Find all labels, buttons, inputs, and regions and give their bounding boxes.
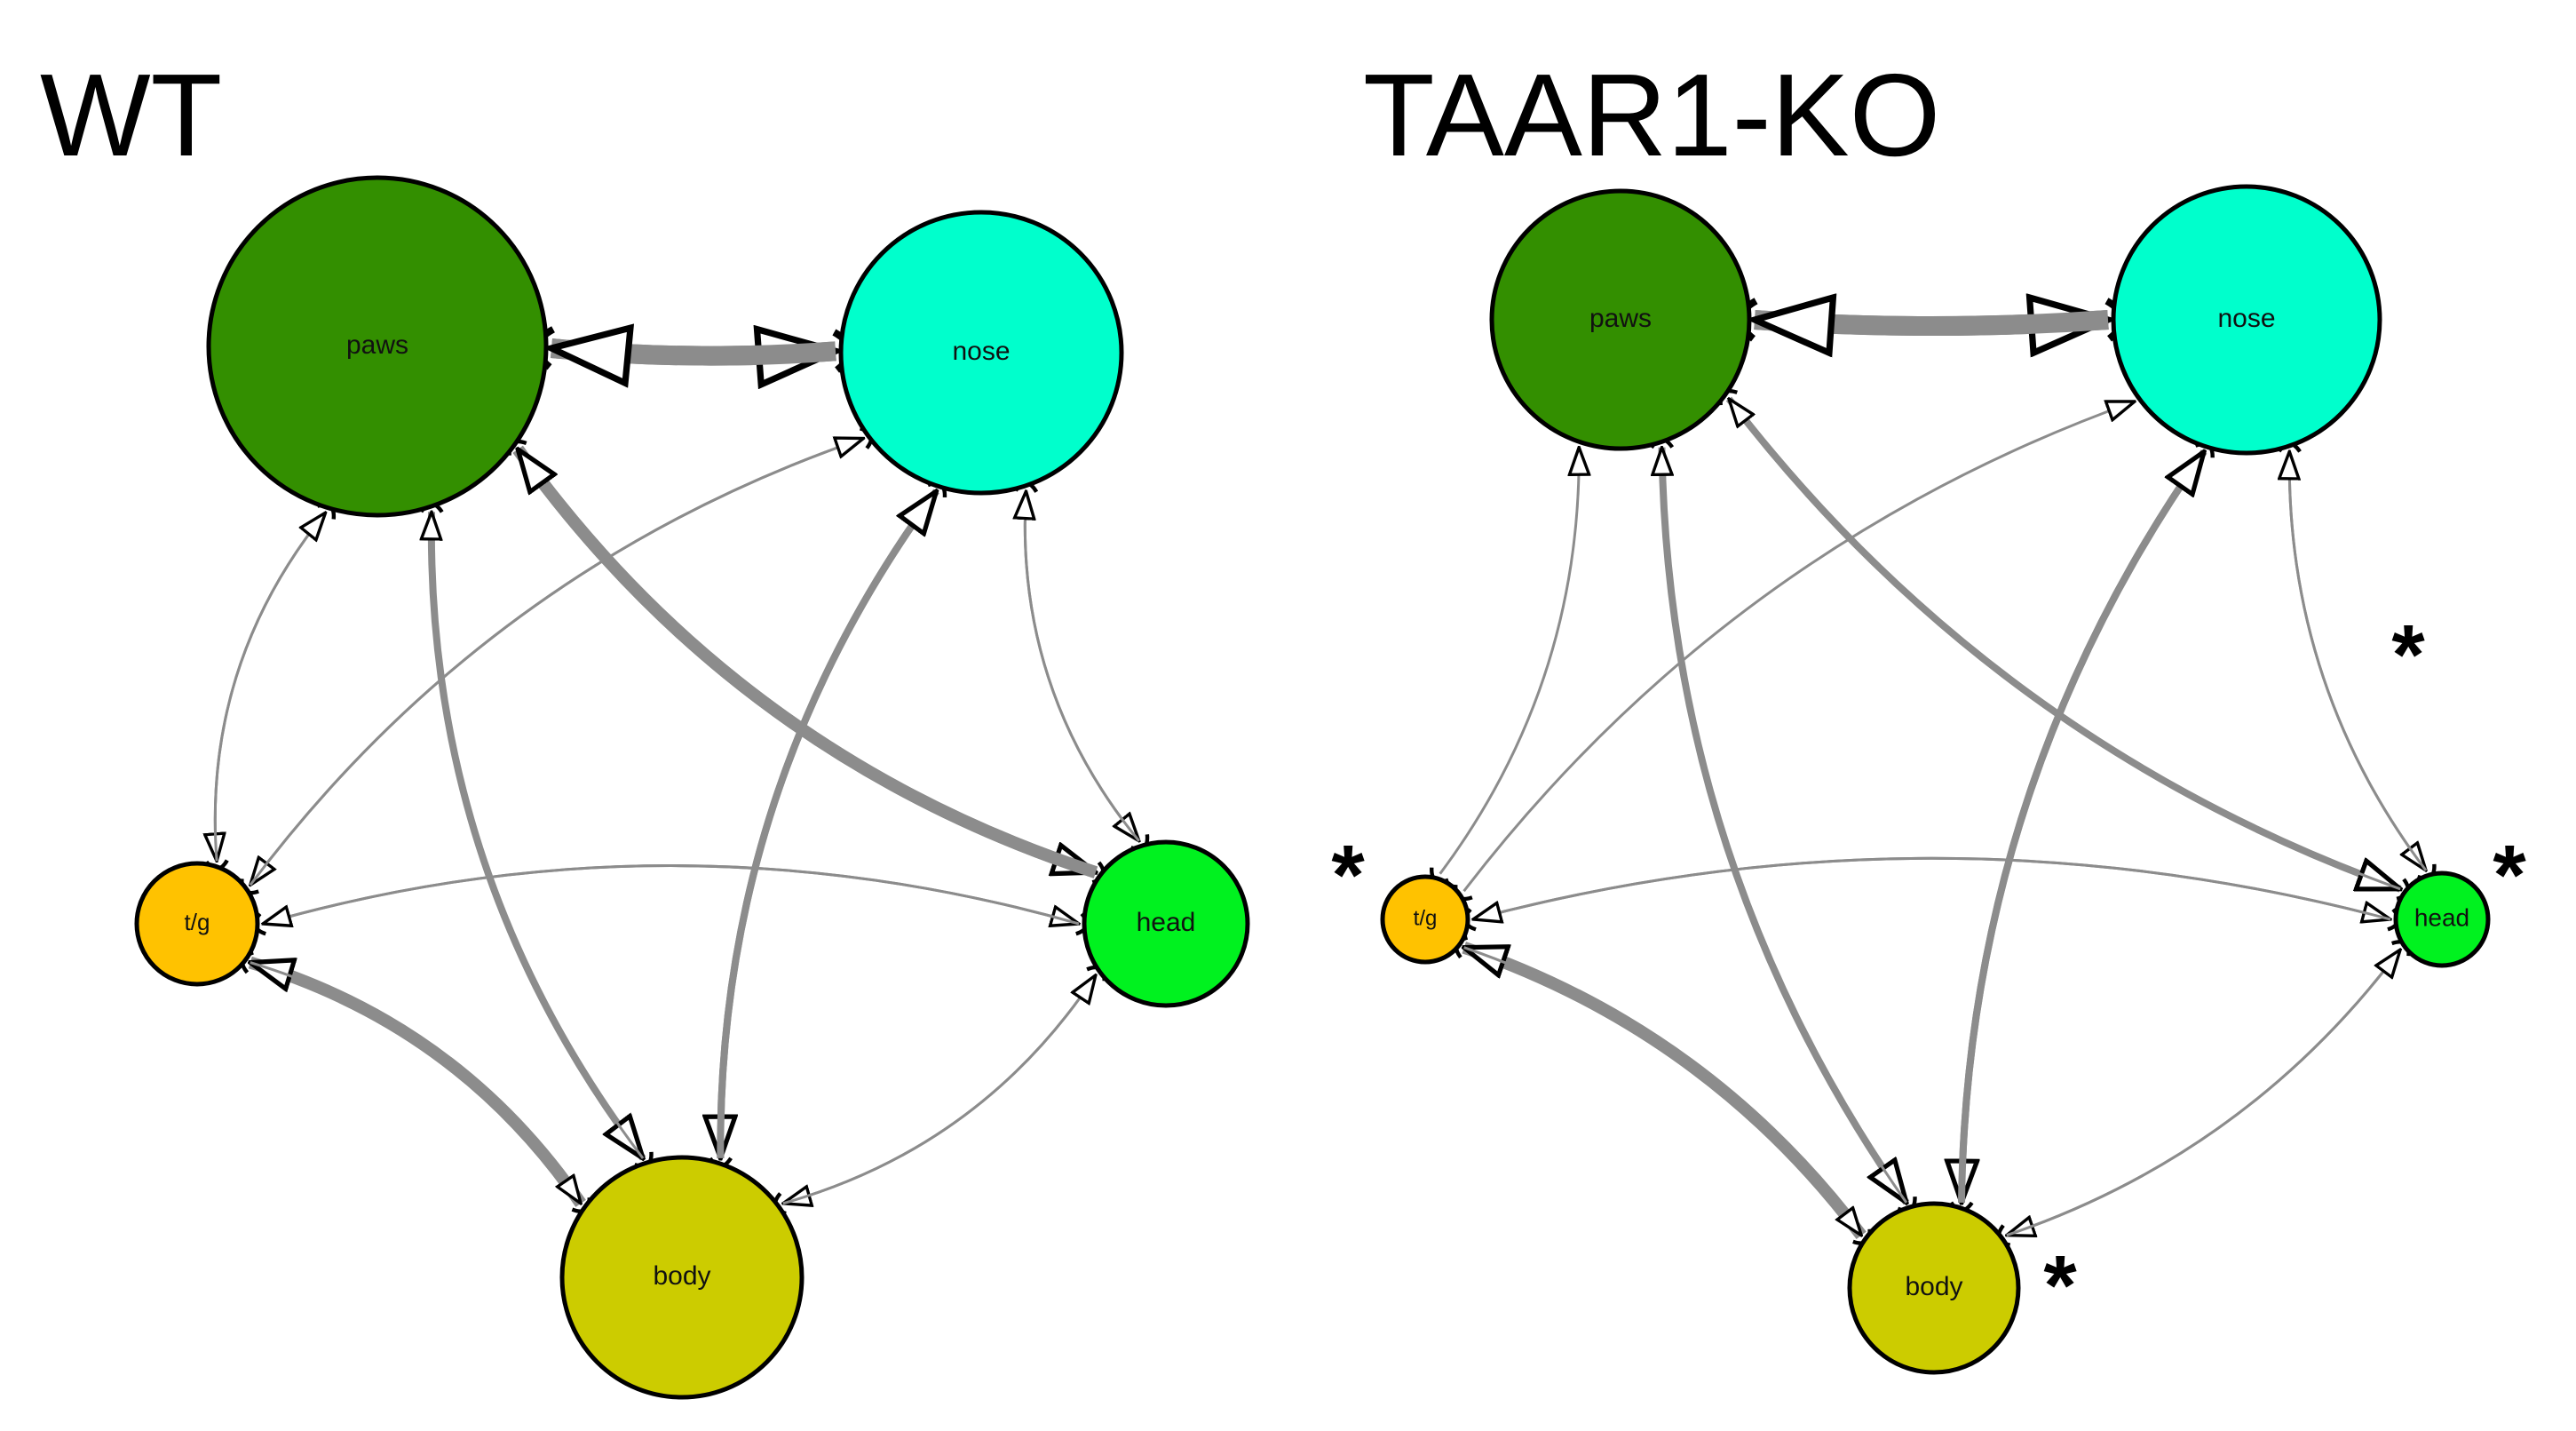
edge-nose-to-body [1962, 452, 2204, 1203]
edge-group [215, 348, 1139, 1204]
edge-nose-to-paws [1755, 320, 2108, 326]
node-paws: paws [1489, 188, 1752, 451]
significance-star-body: * [2043, 1238, 2077, 1333]
node-tg: t/g [1380, 874, 1470, 965]
panel-wt: WT paws nose t/g head body [40, 50, 1250, 1400]
edge-nose-to-head [1025, 491, 1138, 841]
node-label-tg: t/g [185, 909, 210, 935]
node-head: head [1082, 839, 1250, 1008]
edge-body-to-head [783, 975, 1096, 1204]
significance-star-tg: * [1331, 828, 1365, 923]
edge-tg-to-paws [1440, 448, 1580, 874]
node-nose: nose [2111, 184, 2382, 456]
edge-body-to-paws [432, 512, 643, 1158]
edge-body-to-nose [720, 491, 936, 1158]
node-label-body: body [1905, 1272, 1962, 1301]
panel-title: WT [40, 50, 222, 180]
node-body: body [1847, 1201, 2021, 1375]
node-label-tg: t/g [1414, 906, 1438, 930]
edge-paws-to-tg [215, 513, 325, 861]
node-label-nose: nose [2217, 304, 2275, 333]
edge-body-to-nose [1962, 452, 2204, 1203]
edge-tg-to-paws [215, 513, 325, 861]
edge-paws-to-body [432, 512, 643, 1158]
edge-body-to-tg [1464, 942, 1862, 1236]
edge-tg-to-body [250, 963, 581, 1204]
node-circle-head [2393, 871, 2491, 968]
edge-group [1440, 320, 2426, 1236]
edge-head-to-body [783, 975, 1096, 1204]
node-nose: nose [838, 210, 1124, 496]
edge-tg-to-nose [1464, 401, 2135, 891]
node-paws: paws [206, 175, 549, 518]
edge-head-to-tg [263, 864, 1079, 924]
node-label-head: head [2414, 903, 2469, 931]
edge-tg-to-nose [250, 439, 864, 886]
node-circle-body [559, 1155, 805, 1400]
edge-tg-to-body [1464, 948, 1862, 1236]
significance-star-edge: * [2391, 608, 2425, 703]
edge-head-to-nose [2289, 451, 2426, 871]
panel-title: TAAR1-KO [1363, 50, 1940, 180]
node-circle-paws [1489, 188, 1752, 451]
node-head: head [2393, 871, 2491, 968]
node-circle-nose [838, 210, 1124, 496]
node-tg: t/g [134, 861, 260, 987]
node-label-head: head [1137, 908, 1196, 937]
edge-head-to-paws [1729, 399, 2400, 889]
node-group: paws nose t/g head body [134, 175, 1250, 1400]
node-circle-paws [206, 175, 549, 518]
node-circle-tg [134, 861, 260, 987]
edge-paws-to-head [518, 449, 1096, 878]
panel-taar1-ko: TAAR1-KO paws nose t/g head body * * * * [1331, 50, 2526, 1375]
node-circle-body [1847, 1201, 2021, 1375]
edge-head-to-paws [512, 449, 1096, 872]
edge-nose-to-paws [551, 348, 836, 356]
edge-nose-to-body [720, 491, 936, 1158]
node-circle-head [1082, 839, 1250, 1008]
significance-star-head: * [2493, 828, 2526, 923]
edge-head-to-nose [1025, 491, 1138, 841]
node-label-paws: paws [346, 330, 408, 360]
node-label-nose: nose [952, 337, 1010, 366]
node-label-paws: paws [1589, 304, 1652, 333]
edge-head-to-body [2007, 950, 2400, 1236]
edge-paws-to-head [1729, 399, 2400, 893]
node-body: body [559, 1155, 805, 1400]
edge-body-to-head [2007, 950, 2400, 1236]
edge-head-to-tg [1473, 856, 2390, 919]
edge-body-to-tg [250, 956, 581, 1204]
node-circle-nose [2111, 184, 2382, 456]
node-group: paws nose t/g head body [1380, 184, 2491, 1375]
node-circle-tg [1380, 874, 1470, 965]
node-label-body: body [653, 1261, 710, 1291]
